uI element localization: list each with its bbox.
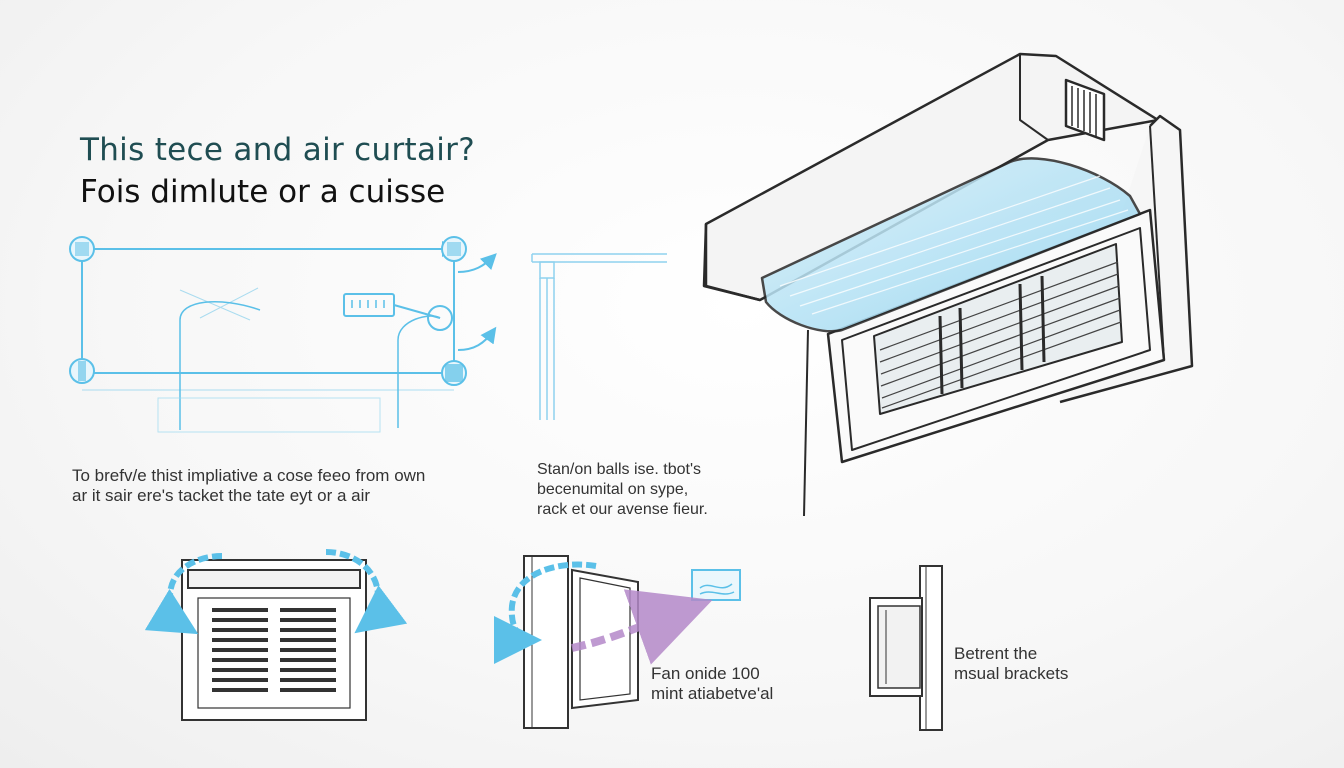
diagram-subtitle: Fois dimlute or a cuisse: [80, 174, 446, 210]
note-center-line-3: rack et our avense fieur.: [537, 501, 708, 518]
diagram-title: This tece and air curtair?: [80, 132, 475, 168]
airflow-arrow-icon: [493, 561, 597, 664]
note-center-line-2: becenumital on sype,: [537, 481, 689, 498]
air-curtain-unit: [702, 52, 1194, 517]
note-center-line-1: Stan/on balls ise. tbot's: [537, 461, 702, 478]
note-bracket: Betrent the msual brackets: [954, 644, 1068, 684]
meter-icon: [343, 293, 453, 331]
joint-icon: [441, 360, 467, 386]
airflow-arrow-icon: [144, 549, 408, 635]
door-airflow-icon: [523, 555, 741, 729]
note-left-line-1: To brefv/e thist impliative a cose feeo …: [72, 466, 426, 485]
note-fan: Fan onide 100 mint atiabetve'al: [651, 664, 773, 704]
louver-grille-icon: [873, 243, 1123, 415]
wall-bracket-icon: [869, 565, 943, 731]
note-center: Stan/on balls ise. tbot's becenumital on…: [537, 460, 708, 520]
note-fan-line-2: mint atiabetve'al: [651, 684, 774, 703]
note-bracket-line-1: Betrent the: [954, 644, 1038, 663]
joint-icon: [69, 358, 95, 384]
vent-grille-icon: [1064, 78, 1106, 142]
note-left-line-2: ar it sair ere's tacket the tate eyt or …: [72, 486, 371, 505]
grille-unit-icon: [181, 559, 367, 721]
note-bracket-line-2: msual brackets: [954, 664, 1069, 683]
joint-icon: [441, 236, 467, 262]
note-fan-line-1: Fan onide 100: [651, 664, 760, 683]
note-left: To brefv/e thist impliative a cose feeo …: [72, 466, 425, 506]
airflow-arrow-icon: [571, 589, 713, 665]
joint-icon: [69, 236, 95, 262]
post-diagram: [531, 253, 667, 420]
schematic-frame: [69, 236, 497, 433]
